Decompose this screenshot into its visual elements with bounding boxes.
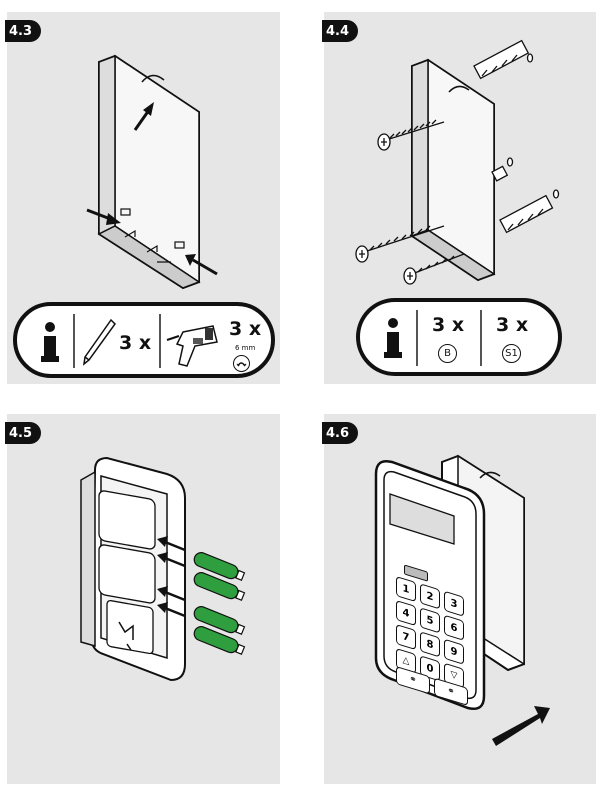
divider bbox=[159, 314, 161, 368]
key-4[interactable]: 4 bbox=[396, 600, 416, 627]
keypad-mounting-illustration bbox=[374, 454, 550, 746]
step-4-5-panel: 4.5 bbox=[5, 414, 280, 784]
plug-code: S1 bbox=[502, 344, 521, 363]
drill-icon bbox=[166, 325, 218, 367]
drill-size: 6 mm bbox=[235, 344, 256, 352]
divider bbox=[416, 310, 418, 366]
hardware-info-bar: 3 x B 3 x S1 bbox=[356, 298, 562, 376]
step-4-3-panel: 4.3 3 x bbox=[5, 12, 280, 384]
step-badge: 4.6 bbox=[322, 422, 358, 444]
key-6[interactable]: 6 bbox=[444, 614, 464, 641]
key-9[interactable]: 9 bbox=[444, 638, 464, 665]
step-badge: 4.5 bbox=[5, 422, 41, 444]
drill-bit-icon bbox=[233, 355, 250, 372]
pencil-count: 3 x bbox=[119, 332, 152, 354]
key-8[interactable]: 8 bbox=[420, 631, 440, 658]
plug-count: 3 x bbox=[496, 314, 529, 336]
keypad-keys: 1 2 3 4 5 6 7 8 9 △ 0 ▽ ⚭ ⚭ bbox=[396, 562, 472, 707]
step-4-4-panel: 4.4 bbox=[322, 12, 596, 384]
divider bbox=[480, 310, 482, 366]
screw-count: 3 x bbox=[432, 314, 465, 336]
key-1[interactable]: 1 bbox=[396, 576, 416, 603]
step-4-6-panel: 4.6 1 2 3 4 5 6 7 8 9 △ 0 ▽ ⚭ ⚭ bbox=[322, 414, 596, 784]
step-badge: 4.4 bbox=[322, 20, 358, 42]
key-2[interactable]: 2 bbox=[420, 583, 440, 610]
info-icon bbox=[41, 322, 59, 362]
divider bbox=[73, 314, 75, 368]
pencil-icon bbox=[82, 318, 116, 366]
step-badge: 4.3 bbox=[5, 20, 41, 42]
key-3[interactable]: 3 bbox=[444, 590, 464, 617]
battery-insertion-illustration bbox=[80, 456, 246, 682]
tools-info-bar: 3 x 3 x 6 mm bbox=[13, 302, 275, 378]
info-icon bbox=[384, 318, 402, 358]
wall-plate-screw-illustration bbox=[355, 39, 560, 285]
drill-count: 3 x bbox=[229, 318, 262, 340]
wall-plate-marking-illustration bbox=[86, 54, 218, 290]
key-7[interactable]: 7 bbox=[396, 624, 416, 651]
screw-code: B bbox=[438, 344, 457, 363]
key-5[interactable]: 5 bbox=[420, 607, 440, 634]
